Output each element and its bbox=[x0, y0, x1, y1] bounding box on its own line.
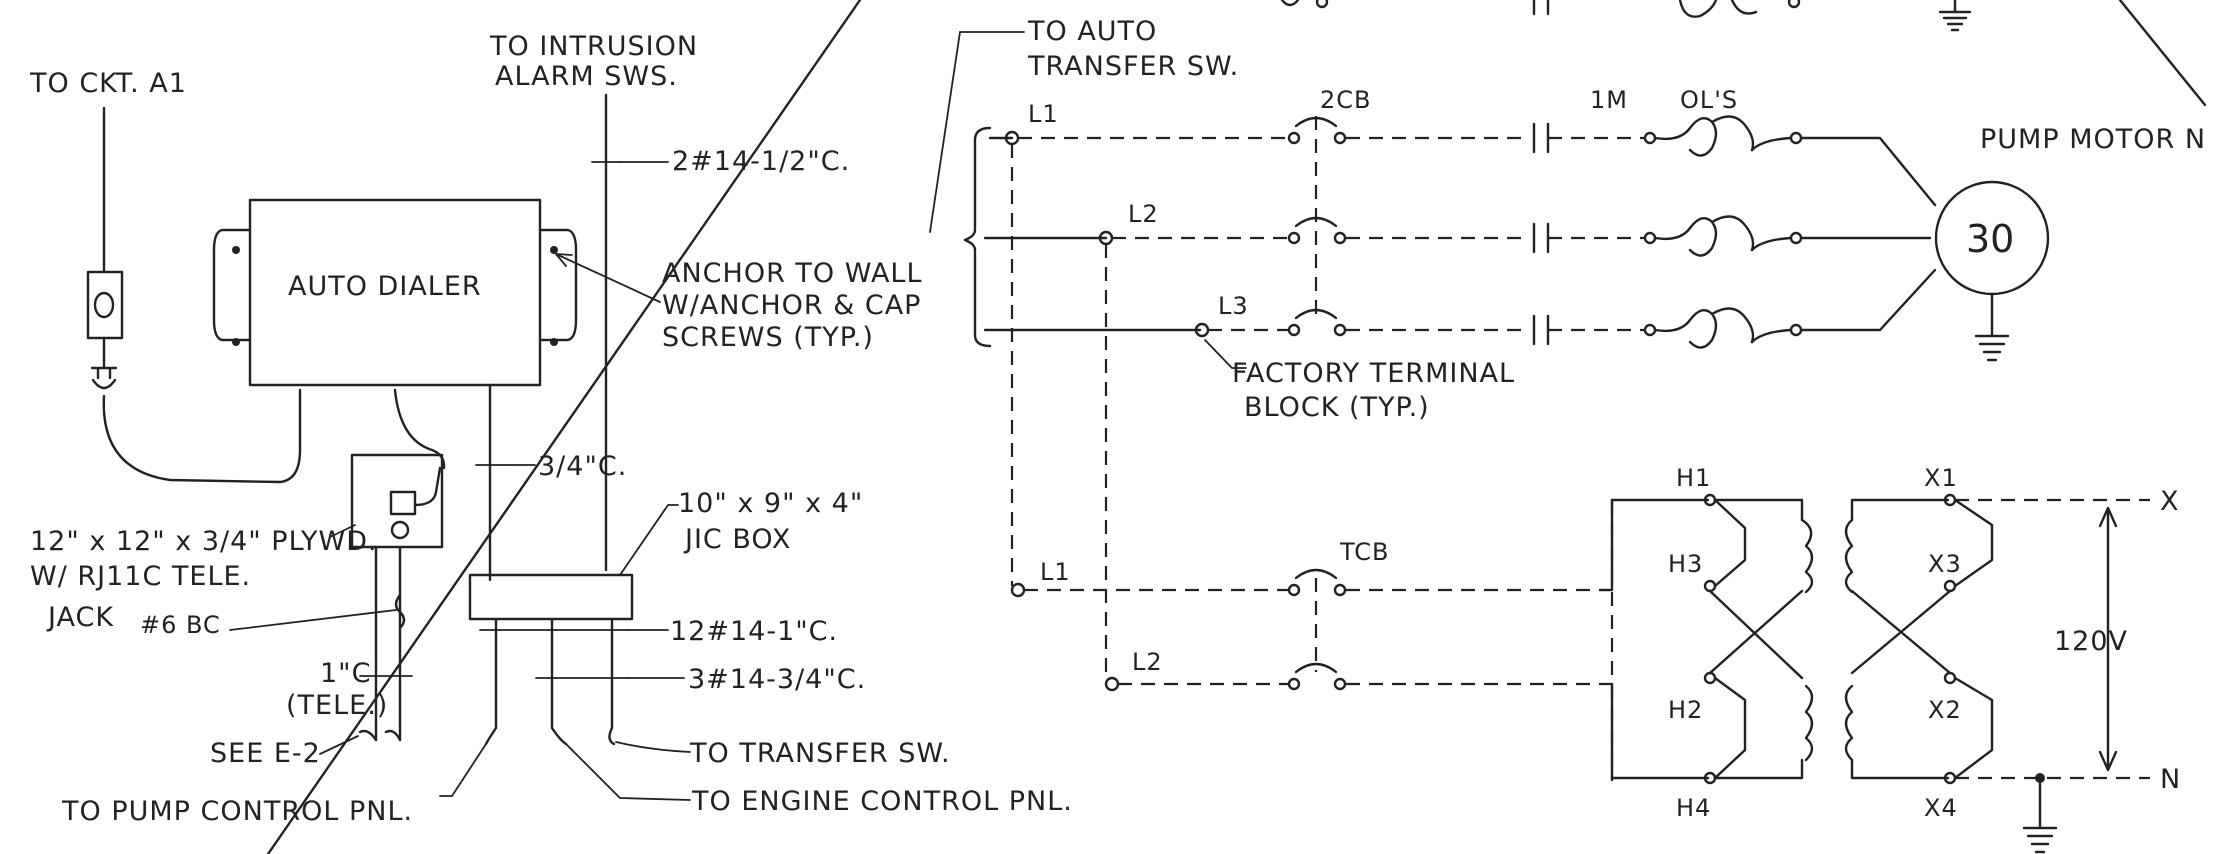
l3-label: L3 bbox=[1218, 292, 1249, 320]
anchor-label-2: W/ANCHOR & CAP bbox=[662, 290, 921, 321]
auto-leader bbox=[929, 31, 1025, 233]
plywd-label-2: W/ RJ11C TELE. bbox=[30, 561, 251, 592]
cb2-label: 2CB bbox=[1320, 86, 1372, 114]
plywood-board bbox=[350, 453, 444, 549]
jic-leader bbox=[619, 504, 679, 576]
anchor-label-1: ANCHOR TO WALL bbox=[662, 258, 923, 289]
primary-coil-top bbox=[1800, 518, 1814, 594]
motor-ground-icon bbox=[1974, 292, 2010, 362]
cond-3-label: 3#14-3/4"C. bbox=[688, 664, 866, 695]
sheet-cut-line-right bbox=[2118, 0, 2207, 107]
intrusion-label-2: ALARM SWS. bbox=[495, 61, 678, 92]
receptacle-box bbox=[86, 270, 124, 340]
ftb-label-2: BLOCK (TYP.) bbox=[1244, 392, 1430, 423]
cond-top-label: 2#14-1/2"C. bbox=[672, 146, 850, 177]
tcb-label: TCB bbox=[1339, 538, 1389, 566]
to-transfer-label: TO TRANSFER SW. bbox=[689, 738, 951, 769]
tele-label-1: 1"C bbox=[320, 658, 371, 689]
overload-heaters bbox=[1643, 115, 1803, 349]
bracket bbox=[963, 126, 992, 348]
transfer-leader bbox=[615, 741, 691, 753]
to-engine-label: TO ENGINE CONTROL PNL. bbox=[691, 786, 1073, 817]
h1-label: H1 bbox=[1676, 464, 1711, 492]
box-label-1: 10" x 9" x 4" bbox=[678, 488, 863, 519]
plug-icon bbox=[90, 366, 118, 390]
h4-label: H4 bbox=[1676, 794, 1711, 822]
l1b-label: L1 bbox=[1040, 558, 1071, 586]
ftb-leader bbox=[1204, 339, 1247, 369]
x-label: X bbox=[2160, 486, 2180, 517]
h3-label: H3 bbox=[1668, 550, 1703, 578]
intrusion-label-1: TO INTRUSION bbox=[489, 31, 698, 62]
contactor-1m bbox=[1532, 122, 1550, 346]
bc-leader bbox=[229, 609, 397, 631]
anchor-leader bbox=[555, 253, 661, 303]
im-label: 1M bbox=[1590, 86, 1628, 114]
plywd-leader bbox=[329, 524, 356, 538]
secondary-coil-top bbox=[1844, 518, 1854, 594]
ground-icon bbox=[1938, 0, 1972, 32]
box-label-2: JIC BOX bbox=[683, 524, 791, 555]
mount-ear-left bbox=[212, 228, 252, 342]
primary-coil-bottom bbox=[1804, 684, 1814, 762]
bc-label: #6 BC bbox=[140, 611, 221, 639]
l1-label: L1 bbox=[1028, 100, 1059, 128]
auto-dialer-box bbox=[248, 198, 542, 387]
tele-jack bbox=[389, 490, 417, 516]
cond-12-label: 12#14-1"C. bbox=[670, 616, 838, 647]
auto-label-1: TO AUTO bbox=[1027, 16, 1157, 47]
neutral-ground-icon bbox=[2022, 776, 2058, 854]
x1-label: X1 bbox=[1924, 464, 1958, 492]
jack-cord-coil bbox=[390, 520, 410, 540]
receptacle-icon bbox=[93, 291, 115, 319]
ols-label: OL'S bbox=[1680, 86, 1738, 114]
h2-label: H2 bbox=[1668, 696, 1703, 724]
l2-label: L2 bbox=[1128, 200, 1159, 228]
dialer-to-jack-cord bbox=[393, 388, 446, 470]
to-pump-label: TO PUMP CONTROL PNL. bbox=[61, 796, 413, 827]
anchor-label-3: SCREWS (TYP.) bbox=[662, 322, 874, 353]
pump-motor-label: PUMP MOTOR N bbox=[1980, 124, 2206, 155]
engine-leader bbox=[565, 743, 691, 801]
see-e2-label: SEE E-2 bbox=[210, 738, 321, 769]
ftb-label-1: FACTORY TERMINAL bbox=[1232, 358, 1515, 389]
to-ckt-label: TO CKT. A1 bbox=[29, 68, 187, 99]
motor-hp: 30 bbox=[1966, 217, 2014, 261]
secondary-coil-bottom bbox=[1844, 684, 1854, 762]
jic-box bbox=[468, 573, 634, 621]
plywd-label-3: JACK bbox=[46, 602, 114, 633]
cond-34-label: 3/4"C. bbox=[538, 451, 627, 482]
x4-label: X4 bbox=[1924, 794, 1958, 822]
x3-label: X3 bbox=[1928, 550, 1962, 578]
plywd-label-1: 12" x 12" x 3/4" PLYWD. bbox=[30, 526, 378, 557]
auto-dialer-label: AUTO DIALER bbox=[288, 271, 482, 302]
plug-cord bbox=[102, 388, 302, 484]
pump-leader bbox=[439, 743, 487, 797]
x2-label: X2 bbox=[1928, 696, 1962, 724]
n-label: N bbox=[2160, 764, 2181, 795]
mount-ear-right bbox=[538, 228, 578, 342]
tele-label-2: (TELE.) bbox=[286, 690, 388, 721]
sheet-cut-line bbox=[266, 0, 862, 854]
auto-label-2: TRANSFER SW. bbox=[1027, 51, 1239, 82]
l2b-label: L2 bbox=[1132, 648, 1163, 676]
v120-label: 120V bbox=[2054, 626, 2128, 657]
